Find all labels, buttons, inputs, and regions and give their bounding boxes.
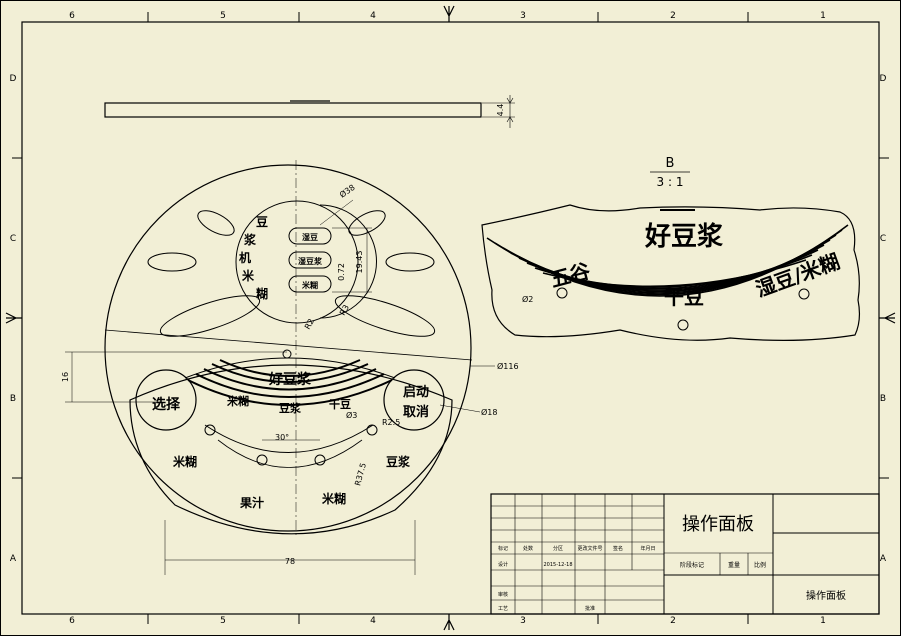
col-label-top: 6 bbox=[69, 11, 75, 21]
side-label-2: 浆 bbox=[243, 232, 257, 247]
side-label-1: 豆 bbox=[256, 215, 268, 229]
panel-front-view bbox=[65, 160, 495, 575]
tb-label-process: 工艺 bbox=[498, 606, 508, 612]
select-button[interactable]: 选择 bbox=[152, 396, 181, 413]
tb-label-mark: 标记 bbox=[498, 545, 508, 552]
tb-label-change: 更改文件号 bbox=[577, 545, 602, 552]
detail-dim-hole: Ø2 bbox=[522, 294, 533, 304]
col-label-top: 5 bbox=[220, 11, 226, 21]
menu-lower-right: 豆浆 bbox=[386, 454, 411, 469]
col-label-bottom: 2 bbox=[670, 616, 676, 626]
dim-d116: Ø116 bbox=[497, 361, 519, 371]
row-label-left: B bbox=[10, 394, 16, 404]
col-label-top: 2 bbox=[670, 11, 676, 21]
col-label-top: 3 bbox=[520, 11, 526, 21]
cancel-button[interactable]: 取消 bbox=[403, 404, 429, 420]
dim-78: 78 bbox=[285, 557, 295, 566]
window-label-3: 米糊 bbox=[301, 280, 318, 290]
row-label-left: C bbox=[10, 234, 16, 244]
window-label-1: 湿豆 bbox=[302, 232, 318, 242]
dim-16: 16 bbox=[61, 372, 70, 382]
row-label-left: D bbox=[10, 74, 17, 84]
dim-19-43: 19.43 bbox=[355, 251, 364, 274]
tb-label-zone: 分区 bbox=[553, 545, 563, 552]
tb-label-count: 处数 bbox=[523, 545, 533, 552]
row-label-right: D bbox=[880, 74, 887, 84]
menu-lower-mid-left: 果汁 bbox=[239, 495, 264, 510]
detail-title: 好豆浆 bbox=[644, 221, 724, 252]
col-label-bottom: 6 bbox=[69, 616, 75, 626]
dim-0-72: 0.72 bbox=[337, 263, 346, 281]
strip-thickness-dim: 4.4 bbox=[496, 104, 505, 117]
col-label-bottom: 1 bbox=[820, 616, 826, 626]
menu-lower-left: 米糊 bbox=[173, 454, 197, 469]
dim-d3: Ø3 bbox=[346, 410, 357, 420]
title-block-name: 操作面板 bbox=[682, 514, 754, 535]
dim-r2-5: R2.5 bbox=[382, 418, 400, 427]
tb-label-sign: 签名 bbox=[613, 545, 623, 552]
tb-label-date: 年月日 bbox=[640, 545, 655, 552]
side-label-5: 糊 bbox=[256, 286, 268, 301]
tb-scale-label: 比例 bbox=[754, 561, 766, 569]
title-block bbox=[490, 493, 880, 615]
dim-30deg: 30° bbox=[275, 433, 289, 442]
side-label-4: 米 bbox=[242, 268, 255, 283]
detail-scale: 3 : 1 bbox=[657, 175, 684, 189]
center-arrows bbox=[5, 5, 896, 631]
dim-d18: Ø18 bbox=[481, 407, 497, 417]
tb-stage-label: 阶段标记 bbox=[680, 561, 704, 569]
menu-upper-right: 干豆 bbox=[329, 398, 351, 411]
title-block-drawing-no: 操作面板 bbox=[806, 589, 846, 602]
detail-label: B bbox=[666, 156, 675, 171]
tb-sig-date: 2015-12-18 bbox=[543, 562, 572, 568]
strip-side-view bbox=[104, 95, 515, 128]
tb-weight-label: 重量 bbox=[728, 561, 740, 569]
panel-logo: 好豆浆 bbox=[268, 371, 312, 388]
col-label-top: 4 bbox=[370, 11, 376, 21]
side-label-3: 机 bbox=[239, 250, 251, 265]
col-label-bottom: 3 bbox=[520, 616, 526, 626]
menu-lower-mid-right: 米糊 bbox=[322, 491, 346, 506]
col-label-bottom: 5 bbox=[220, 616, 226, 626]
start-button[interactable]: 启动 bbox=[403, 384, 429, 400]
row-label-left: A bbox=[10, 554, 17, 564]
detail-break-outline bbox=[481, 204, 861, 341]
detail-arc-label-2: 干豆 bbox=[664, 285, 704, 309]
tb-label-review: 审核 bbox=[498, 591, 508, 598]
window-label-2: 湿豆浆 bbox=[298, 256, 323, 266]
menu-upper-mid: 豆浆 bbox=[279, 401, 302, 415]
row-label-right: B bbox=[880, 394, 886, 404]
row-label-right: C bbox=[880, 234, 886, 244]
tb-label-design: 设计 bbox=[498, 561, 508, 568]
row-label-right: A bbox=[880, 554, 887, 564]
menu-upper-left: 米糊 bbox=[226, 394, 249, 408]
col-label-top: 1 bbox=[820, 11, 826, 21]
tb-label-approve: 批准 bbox=[585, 605, 595, 612]
col-label-bottom: 4 bbox=[370, 616, 376, 626]
